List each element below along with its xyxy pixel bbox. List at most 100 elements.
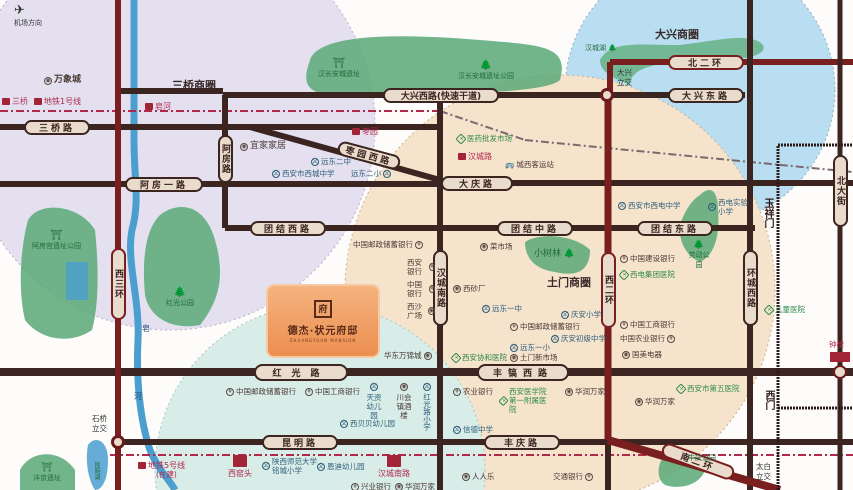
road-daqing[interactable]: 大庆路 [441,176,513,191]
poi-chuanhui-restaurant[interactable]: ◉川会镇酒楼 [396,383,412,420]
project-logo: 府 [314,299,332,318]
road-sanqiao[interactable]: 三桥路 [24,120,90,135]
road-north-street[interactable]: 北大街 [833,155,848,227]
metro-station-xiyaotou[interactable]: 西窑头 [228,455,252,479]
tree-icon: 🌲 [563,249,576,259]
poi-renrenle[interactable]: ◉人人乐 [462,472,495,481]
poi-children-hospital[interactable]: +儿童医院 [763,303,805,316]
poi-yuandong-2zhong[interactable]: 文远东二中 [311,157,351,166]
pavilion-icon: ⛩ [332,58,346,69]
pavilion-icon: ⛩ [41,463,53,473]
road-tuanjie-mid[interactable]: 团结中路 [497,221,573,236]
school-icon: 文 [561,310,569,319]
park-fengqing: 丰庆公园 [688,454,716,462]
road-fenghao-west[interactable]: 丰镐西路 [477,364,569,381]
road-hongguang[interactable]: 红光路 [254,364,348,381]
interchange-shiqiao-node[interactable] [111,435,125,449]
poi-wanxiang[interactable]: ◉万象城 [44,75,82,85]
district-tumen: 土门商圈 [547,276,591,289]
poi-huarun-2[interactable]: ◉华润万家 [635,397,675,406]
interchange-daxing-node[interactable] [600,88,614,102]
poi-icbc-1[interactable]: ¥中国工商银行 [620,320,675,329]
poi-yuandong-1zhong[interactable]: 文远东一中 [482,304,522,313]
poi-xian-xiehe-hospital[interactable]: +西安协和医院 [450,351,507,364]
poi-xidian-school[interactable]: 文西安市西电中学 [618,201,681,210]
school-icon: 文 [453,425,461,434]
road-afang[interactable]: 阿房路 [218,135,233,183]
metro-station-zaohe[interactable]: 皂河 [145,101,171,112]
poi-xinde-school[interactable]: 文信德中学 [453,425,493,434]
metro-line1-label: 地铁1号线 [34,96,81,107]
metro-station-hanchenglu[interactable]: 汉城路 [458,151,492,162]
poi-jiaoda-hospital[interactable]: +西安医学院第一附属医院 [498,387,547,414]
poi-yuandong-1xiao[interactable]: 文远东一小 [510,343,550,352]
road-tuanjie-west[interactable]: 团结西路 [250,221,326,236]
poi-qingan-middle[interactable]: 文庆安初级中学 [551,334,606,343]
interchange-taibai-label: 太白立交 [756,462,771,481]
poi-postal-bank-2[interactable]: ¥中国邮政储蓄银行 [510,322,580,331]
road-afang-1[interactable]: 阿房一路 [125,177,203,192]
metro-line5-label: 地铁5号线 [138,460,185,471]
poi-tianzi-kindergarten[interactable]: 文天资幼儿园 [366,383,382,420]
road-tuanjie-east[interactable]: 团结东路 [637,221,713,236]
pavilion-icon: ⛩ [50,230,63,241]
metro-station-zaoyuan[interactable]: 枣园 [352,126,378,137]
poi-vegetable-market[interactable]: ◉菜市场 [480,242,513,251]
poi-postal-bank-1[interactable]: 中国邮政储蓄银行¥ [353,240,423,249]
shopping-icon: ◉ [423,351,432,360]
road-daxing-east[interactable]: 大兴东路 [668,88,744,103]
poi-xibeibei-kindergarten[interactable]: 文西贝贝幼儿园 [340,419,395,428]
airport-direction-label: 机场方向 [14,19,42,27]
poi-medicine-market[interactable]: +医药批发市场 [455,132,512,145]
road-kunming[interactable]: 昆明路 [262,435,338,450]
road-north-2nd-ring[interactable]: 北二环 [668,55,744,70]
poi-ccb[interactable]: ¥中国建设银行 [620,254,675,263]
shopping-icon: ◉ [462,472,470,481]
interchange-shiqiao-label: 石桥立交 [92,414,107,433]
project-card[interactable]: 府 德杰·状元府邸 ZHUANGYUAN MANSION [268,286,378,356]
poi-no5-hospital[interactable]: +西安市第五医院 [675,382,740,395]
poi-postal-bank-3[interactable]: ¥中国邮政储蓄银行 [226,387,296,396]
road-west-2nd-ring[interactable]: 西二环 [601,252,616,328]
poi-endi-kindergarten[interactable]: 文恩迪幼儿园 [317,462,365,471]
poi-huarun-3[interactable]: ◉华润万家 [395,482,435,490]
park-xiaoshulin: 小树林 🌲 [534,249,576,259]
poi-yijia[interactable]: ◉宜家家居 [240,141,287,151]
poi-abc-1[interactable]: 中国农业银行¥ [620,334,675,343]
poi-hongguang-primary[interactable]: 文红光路小学 [422,383,432,431]
poi-china-bank[interactable]: 中国银行¥ [407,280,435,298]
road-huancheng-west[interactable]: 环城西路 [743,250,758,326]
poi-xidian-hospital[interactable]: +西电集团医院 [618,268,675,281]
metro-station-hanchengnanlu[interactable]: 汉城南路 [378,455,410,479]
poi-gome[interactable]: ◉国美电器 [622,350,662,359]
bank-icon: ¥ [226,387,234,396]
poi-huadong-wanjin[interactable]: 华东万锦城◉ [384,351,432,360]
poi-xisha-square[interactable]: 西沙广场◉ [407,302,435,320]
park-hanchangan-ruins-park: 🌲汉长安城遗址公园 [458,60,514,80]
poi-industrial-bank[interactable]: ¥兴业银行 [351,482,391,490]
poi-bocom[interactable]: 交通银行¥ [553,472,593,481]
school-icon: 文 [423,383,431,391]
poi-shaanxi-normal[interactable]: 文陕西师范大学铭城小学 [262,457,317,475]
poi-abc-2[interactable]: ¥农业银行 [453,387,493,396]
road-west-3rd-ring[interactable]: 西三环 [111,248,126,320]
poi-xisha-factory[interactable]: ◉西砂厂 [453,284,486,293]
poi-tumen-market[interactable]: ◉土门新市场 [510,353,558,362]
poi-icbc-2[interactable]: ¥中国工商银行 [305,387,360,396]
road-daxing-west[interactable]: 大兴西路(快速干道) [383,88,499,103]
road-fengqing[interactable]: 丰庆路 [484,435,560,450]
park-hongguang: 🌲红光公园 [166,287,194,307]
poi-yuandong-2xiao[interactable]: 远东二小文 [351,169,391,178]
poi-xian-bank[interactable]: 西安银行¥ [407,258,435,276]
shopping-icon: ◉ [635,397,643,406]
poi-qingan-primary[interactable]: 文庆安小学 [561,310,601,319]
shopping-icon: ◉ [395,482,403,490]
poi-bus-station[interactable]: 🚌城西客运站 [505,160,554,169]
road-hancheng-south[interactable]: 汉城南路 [433,250,448,326]
metro-station-sanqiao[interactable]: 三桥 [2,96,28,107]
poi-huarun-1[interactable]: ◉华润万家 [565,387,605,396]
poi-xidian-primary[interactable]: 文西电实验小学 [708,198,748,216]
school-icon: 文 [272,169,280,178]
poi-xicheng-school[interactable]: 文西安市西城中学 [272,169,335,178]
